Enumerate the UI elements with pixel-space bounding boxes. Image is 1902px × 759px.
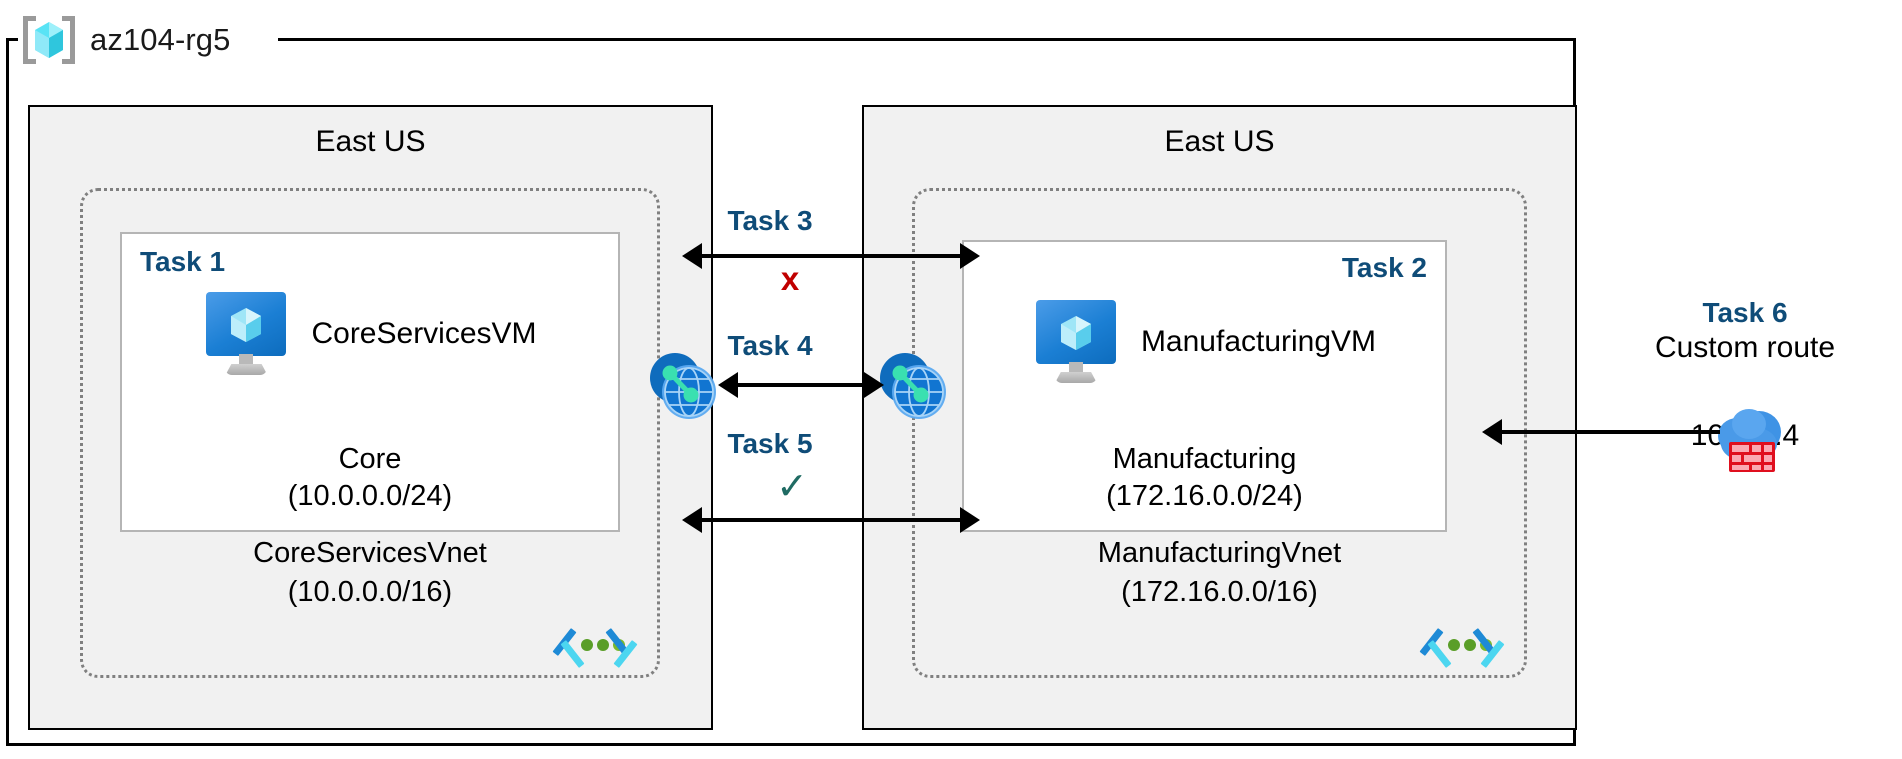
vm-row-manufacturing: ManufacturingVM (964, 300, 1445, 384)
subnet-box-core: Task 1 CoreServicesVM Core (10.0 (120, 232, 620, 532)
vnet-coreservicesvnet: CoreServicesVnet (10.0.0.0/16) (80, 188, 660, 678)
subnet-name-core: Core (338, 442, 402, 475)
task-6-label: Task 6 (1702, 297, 1788, 328)
virtual-machine-icon (203, 292, 289, 376)
task-4-label: Task 4 (727, 330, 813, 361)
vnet-cidr-manufacturing: (172.16.0.0/16) (1121, 575, 1318, 608)
vm-name-core: CoreServicesVM (311, 317, 537, 350)
task-6-connector-line (1500, 430, 1720, 434)
vm-row-core: CoreServicesVM (122, 292, 618, 376)
task-5-connector-line (700, 518, 960, 522)
subnet-box-manufacturing: Task 2 ManufacturingVM Manufacturing (962, 240, 1447, 532)
task-4-connector-line (736, 383, 864, 387)
azure-resource-group-icon (22, 13, 76, 67)
task-5-arrow-head-right (960, 507, 980, 533)
vnet-name-manufacturing: ManufacturingVnet (1097, 537, 1342, 570)
task-4-arrow-head-right (864, 372, 884, 398)
task-4-arrow-head-left (718, 372, 738, 398)
task-6-block: Task 6 Custom route 10.2.0.4 (1600, 296, 1890, 453)
subnet-name-manufacturing: Manufacturing (1112, 442, 1297, 475)
firewall-cloud-icon (1703, 398, 1795, 476)
virtual-machine-icon (1033, 300, 1119, 384)
subnet-icon (1419, 623, 1505, 668)
region-label-right: East US (1164, 125, 1275, 158)
subnet-caption-core: Core (10.0.0.0/24) (122, 441, 618, 516)
task-6-arrow-head-left (1482, 419, 1502, 445)
resource-group-label: az104-rg5 (22, 13, 231, 67)
task-3-arrow-head-left (682, 243, 702, 269)
region-label-left: East US (315, 125, 426, 158)
subnet-cidr-core: (10.0.0.0/24) (287, 480, 453, 513)
task-5-label: Task 5 (727, 428, 813, 459)
task-3-label: Task 3 (727, 205, 813, 236)
task-5-arrow-head-left (682, 507, 702, 533)
task-3-arrow-head-right (960, 243, 980, 269)
task-1-tag: Task 1 (140, 246, 226, 277)
vnet-peering-icon (645, 348, 719, 422)
task-2-tag: Task 2 (1341, 252, 1427, 283)
subnet-caption-manufacturing: Manufacturing (172.16.0.0/24) (964, 441, 1445, 516)
resource-group-name: az104-rg5 (90, 22, 231, 57)
vm-name-manufacturing: ManufacturingVM (1140, 325, 1377, 358)
task-3-connector-line (700, 254, 960, 258)
subnet-icon (552, 623, 638, 668)
task-6-subtitle: Custom route (1654, 331, 1836, 365)
vnet-peering-icon (875, 348, 949, 422)
task-5-allowed-mark: ✓ (776, 466, 808, 508)
vnet-label-core: CoreServicesVnet (10.0.0.0/16) (83, 534, 657, 611)
vnet-label-manufacturing: ManufacturingVnet (172.16.0.0/16) (915, 534, 1524, 611)
vnet-manufacturingvnet: ManufacturingVnet (172.16.0.0/16) (912, 188, 1527, 678)
vnet-name-core: CoreServicesVnet (253, 537, 487, 570)
vnet-cidr-core: (10.0.0.0/16) (287, 575, 453, 608)
subnet-cidr-manufacturing: (172.16.0.0/24) (1106, 480, 1303, 513)
task-3-blocked-mark: x (780, 260, 800, 297)
